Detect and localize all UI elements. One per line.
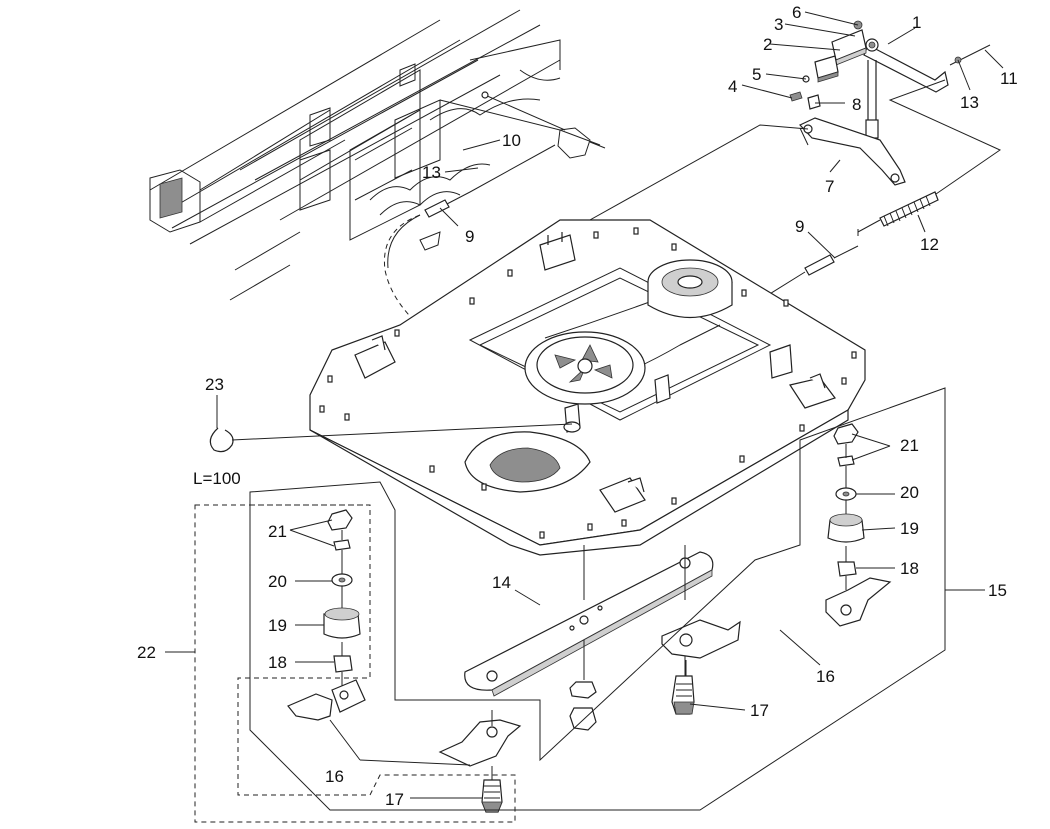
- callout-10: 10: [502, 131, 521, 150]
- callout-labels: 1 2 3 4 5 6 7 8 9 9 10 11 12 13 13 14 15…: [137, 3, 1018, 809]
- callout-16-left: 16: [325, 767, 344, 786]
- callout-16-right: 16: [816, 667, 835, 686]
- callout-6: 6: [792, 3, 801, 22]
- callout-5: 5: [752, 65, 761, 84]
- callout-12: 12: [920, 235, 939, 254]
- callout-19-left: 19: [268, 616, 287, 635]
- callout-21-left: 21: [268, 522, 287, 541]
- clip-23: [209, 395, 573, 453]
- callout-3: 3: [774, 15, 783, 34]
- mower-deck: [309, 219, 866, 556]
- left-spindle-stack: [287, 509, 522, 813]
- length-note: L=100: [193, 469, 241, 488]
- callout-22: 22: [137, 643, 156, 662]
- callout-18-left: 18: [268, 653, 287, 672]
- callout-2: 2: [763, 35, 772, 54]
- callout-9-left: 9: [465, 227, 474, 246]
- callout-7: 7: [825, 177, 834, 196]
- group-outlines: [194, 387, 946, 823]
- leader-lines: [165, 11, 1004, 799]
- cable-9-left: [383, 144, 561, 396]
- callout-14: 14: [492, 573, 511, 592]
- callout-13-left: 13: [422, 163, 441, 182]
- callout-21-right: 21: [900, 436, 919, 455]
- callout-8: 8: [852, 95, 861, 114]
- callout-1: 1: [912, 13, 921, 32]
- callout-4: 4: [728, 77, 737, 96]
- linkage-assembly: [571, 20, 1002, 236]
- callout-11: 11: [1000, 69, 1018, 88]
- callout-9-right: 9: [795, 217, 804, 236]
- callout-17-left: 17: [385, 790, 404, 809]
- callout-23: 23: [205, 375, 224, 394]
- callout-13-right: 13: [960, 93, 979, 112]
- tractor-frame: [149, 9, 606, 301]
- callout-15: 15: [988, 581, 1007, 600]
- callout-20-left: 20: [268, 572, 287, 591]
- callout-17-right: 17: [750, 701, 769, 720]
- callout-18-right: 18: [900, 559, 919, 578]
- callout-19-right: 19: [900, 519, 919, 538]
- right-spindle-stack: [661, 423, 892, 715]
- callout-20-right: 20: [900, 483, 919, 502]
